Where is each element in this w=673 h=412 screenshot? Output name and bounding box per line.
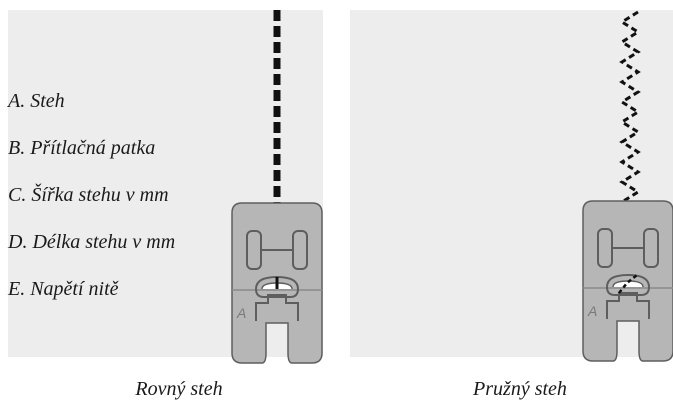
legend-item-stitch: A. Steh	[8, 90, 65, 112]
foot-marking: A	[236, 305, 246, 321]
zigzag-stitch-icon	[619, 10, 641, 204]
legend-item-thread-tension: E. Napětí nitě	[8, 278, 119, 300]
presser-foot-icon	[582, 200, 673, 362]
foot-marking: A	[587, 303, 597, 319]
caption-straight-stitch: Rovný steh	[135, 378, 223, 400]
caption-stretch-stitch: Pružný steh	[473, 378, 567, 400]
legend-item-stitch-length: D. Délka stehu v mm	[8, 231, 176, 253]
presser-foot-icon	[231, 202, 323, 364]
legend-item-stitch-width: C. Šířka stehu v mm	[8, 184, 169, 206]
legend-item-presser-foot: B. Přítlačná patka	[8, 137, 156, 159]
legend: A. Steh B. Přítlačná patka C. Šířka steh…	[8, 87, 175, 322]
